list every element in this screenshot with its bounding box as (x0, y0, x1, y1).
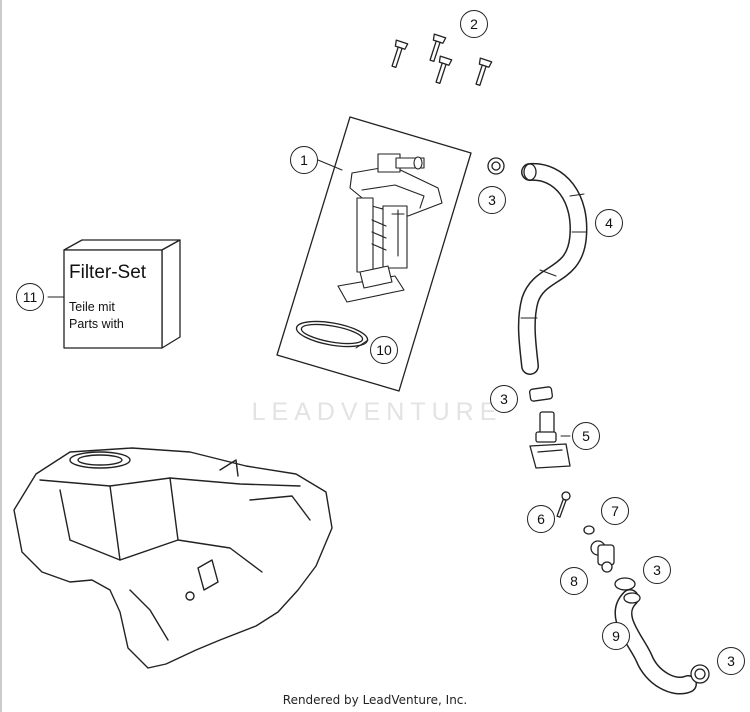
callout-3-lower[interactable]: 3 (643, 556, 671, 584)
callout-3-middle[interactable]: 3 (490, 385, 518, 413)
fuel-pump (337, 153, 443, 303)
callout-9[interactable]: 9 (602, 622, 630, 650)
callout-3-bottom[interactable]: 3 (717, 647, 745, 675)
callout-2[interactable]: 2 (460, 10, 488, 38)
callout-4[interactable]: 4 (595, 209, 623, 237)
filter-set-title: Filter-Set (69, 262, 147, 283)
filter-set-box (63, 239, 181, 349)
clamp-bottom (690, 664, 710, 684)
callout-1[interactable]: 1 (290, 146, 318, 174)
leader-lines (47, 159, 571, 437)
filter-set-line-1: Teile mit (69, 300, 115, 314)
clamp-top (487, 157, 505, 175)
callout-3-top[interactable]: 3 (478, 186, 506, 214)
fuel-hose-lower (614, 589, 697, 695)
small-screw (556, 491, 571, 518)
quick-connector (529, 411, 571, 469)
clamp-lower (614, 577, 636, 591)
fitting (590, 540, 615, 573)
callout-7[interactable]: 7 (601, 497, 629, 525)
callout-5[interactable]: 5 (572, 422, 600, 450)
fuel-tank (13, 447, 333, 669)
filter-set-line-2: Parts with (69, 317, 124, 331)
watermark-text: LEADVENTURE (251, 398, 503, 426)
fuel-hose-upper (517, 162, 588, 375)
clamp-middle (529, 386, 553, 402)
footer-credit: Rendered by LeadVenture, Inc. (282, 693, 468, 707)
callout-10[interactable]: 10 (370, 336, 398, 364)
callout-11[interactable]: 11 (16, 283, 44, 311)
o-ring-small (583, 525, 595, 535)
callout-6[interactable]: 6 (527, 505, 555, 533)
screws (391, 33, 493, 86)
callout-8[interactable]: 8 (560, 567, 588, 595)
